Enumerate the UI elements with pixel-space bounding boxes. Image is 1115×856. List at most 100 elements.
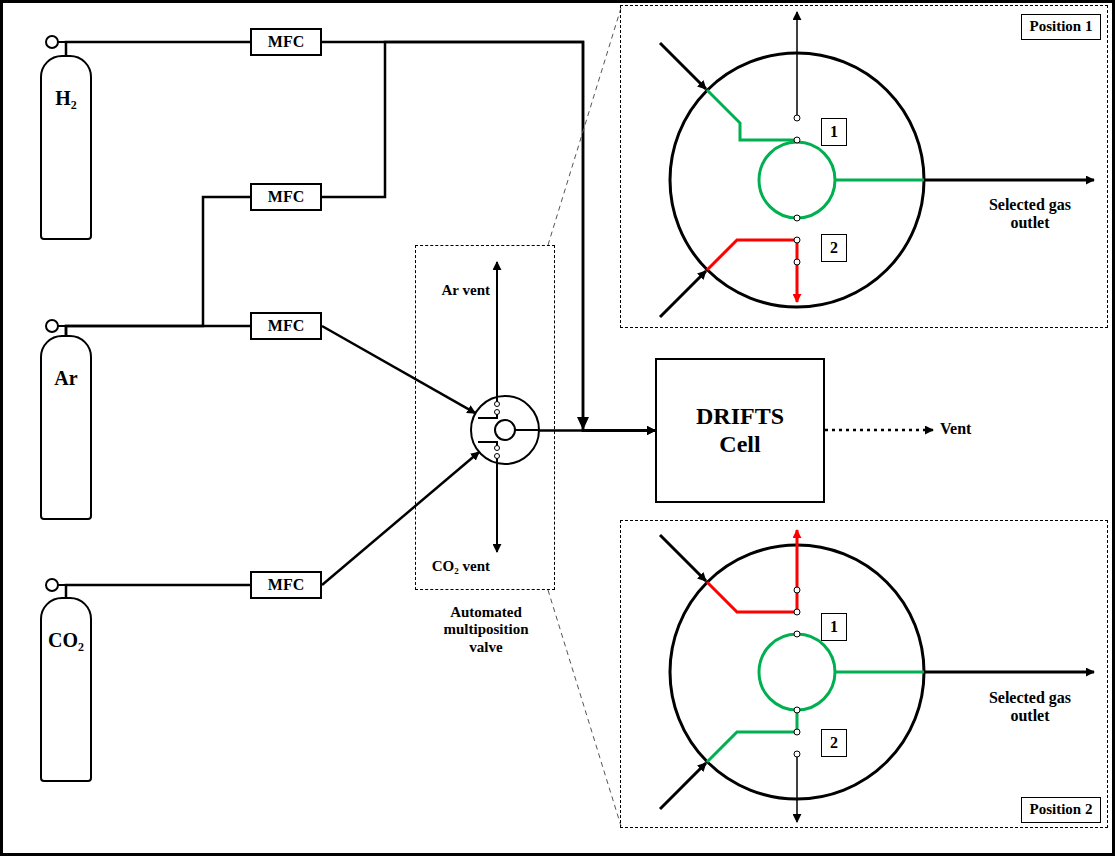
- drawing-stroke: [835, 671, 924, 674]
- drawing-stroke: [660, 43, 706, 89]
- drawing-stroke: [796, 754, 798, 822]
- drawing-stroke: [660, 271, 706, 317]
- drawing-stroke: [58, 41, 66, 43]
- position-panel: Selected gas outlet Position 1 1 2: [620, 5, 1108, 328]
- drawing-stroke: [794, 587, 800, 593]
- vent-label: Vent: [940, 420, 971, 438]
- drawing-stroke: [794, 259, 800, 265]
- drawing-stroke: [495, 454, 500, 459]
- drawing-stroke: [548, 590, 621, 826]
- drawing-stroke: [495, 402, 500, 459]
- node-text: 1: [830, 123, 838, 141]
- drawing-stroke: [759, 142, 835, 218]
- drawing-stroke: [515, 429, 539, 431]
- position-tag: Position 1: [1021, 14, 1101, 40]
- gas-line: [539, 429, 655, 432]
- drawing-stroke: [495, 410, 500, 415]
- drawing-stroke: [58, 584, 66, 586]
- drawing-stroke: [835, 179, 924, 182]
- gas-line: [322, 326, 475, 413]
- node-text: MFC: [268, 33, 304, 51]
- gas-cylinder: CO₂: [40, 597, 92, 782]
- node-text: CO₂ vent: [420, 558, 490, 575]
- node-text: CO₂: [48, 629, 84, 652]
- drawing-stroke: [825, 429, 933, 432]
- drawing-stroke: [794, 237, 800, 243]
- drawing-stroke: [660, 530, 1094, 822]
- drawing-stroke: [924, 179, 1094, 182]
- gas-line: [66, 585, 250, 597]
- port-number: 2: [821, 729, 847, 757]
- drawing-stroke: [577, 417, 589, 430]
- drawing-stroke: [46, 320, 58, 332]
- port-number: 1: [821, 118, 847, 146]
- drawing-stroke: [46, 36, 58, 48]
- drawing-stroke: [794, 137, 800, 143]
- node-text: Automated multiposition valve: [426, 604, 546, 656]
- node-text: Ar vent: [420, 282, 490, 299]
- drawing-stroke: [707, 240, 797, 302]
- drawing-stroke: [58, 325, 66, 327]
- drawing-stroke: [495, 402, 500, 407]
- position-tag: Position 2: [1021, 797, 1101, 823]
- gas-cylinder: Ar: [40, 335, 92, 520]
- drawing-stroke: [478, 414, 497, 418]
- drawing-stroke: [794, 587, 800, 757]
- mfc-box: MFC: [250, 28, 322, 56]
- mfc-box: MFC: [250, 312, 322, 340]
- gas-line: [322, 42, 655, 431]
- drawing-stroke: [794, 609, 800, 615]
- drawing-stroke: [707, 710, 797, 762]
- position-panel: Selected gas outlet 1 2Position 2: [620, 520, 1108, 828]
- drawing-stroke: [794, 631, 800, 637]
- drawing-stroke: [496, 458, 498, 552]
- drawing-stroke: [46, 579, 58, 591]
- node-text: Selected gas outlet: [971, 196, 1089, 233]
- node-text: MFC: [268, 576, 304, 594]
- node-text: 1: [830, 618, 838, 636]
- drawing-stroke: [924, 671, 1094, 674]
- port-number: 2: [821, 234, 847, 262]
- node-text: H₂: [55, 87, 77, 110]
- drawing-stroke: [660, 535, 706, 581]
- gas-line: [322, 42, 655, 431]
- drawing-stroke: [660, 763, 706, 809]
- drawing-stroke: [759, 634, 835, 710]
- drawing-stroke: [794, 115, 800, 265]
- node-text: 2: [830, 239, 838, 257]
- drawing-stroke: [794, 215, 800, 221]
- drawing-stroke: [478, 442, 497, 446]
- drawing-stroke: [707, 530, 797, 612]
- node-text: MFC: [268, 317, 304, 335]
- drawing-stroke: [471, 396, 539, 464]
- drawing-stroke: [495, 446, 500, 451]
- gas-line: [66, 42, 250, 55]
- mfc-box: MFC: [250, 183, 322, 211]
- drawing-stroke: [794, 707, 800, 713]
- mfc-box: MFC: [250, 571, 322, 599]
- gas-cylinder: H₂: [40, 55, 92, 240]
- drawing-stroke: [495, 420, 515, 440]
- node-text: Position 2: [1030, 801, 1093, 818]
- gas-line: [66, 326, 250, 335]
- node-text: MFC: [268, 188, 304, 206]
- node-text: Position 1: [1030, 18, 1093, 35]
- node-text: DRIFTS Cell: [685, 403, 795, 458]
- node-text: 2: [830, 734, 838, 752]
- node-text: Selected gas outlet: [971, 689, 1089, 726]
- drawing-stroke: [471, 262, 539, 552]
- drawing-stroke: [707, 90, 797, 140]
- drawing-stroke: [796, 12, 798, 118]
- drawing-stroke: [794, 115, 800, 121]
- drawing-stroke: [794, 751, 800, 757]
- drawing-stroke: [660, 12, 1094, 317]
- gas-line: [66, 197, 250, 335]
- drawing-stroke: [496, 262, 498, 402]
- port-number: 1: [821, 613, 847, 641]
- drifts-cell: DRIFTS Cell: [655, 358, 825, 503]
- drawing-stroke: [548, 8, 621, 245]
- drawing-stroke: [794, 729, 800, 735]
- valve-frame: Ar ventCO₂ ventAutomated multiposition v…: [415, 245, 555, 590]
